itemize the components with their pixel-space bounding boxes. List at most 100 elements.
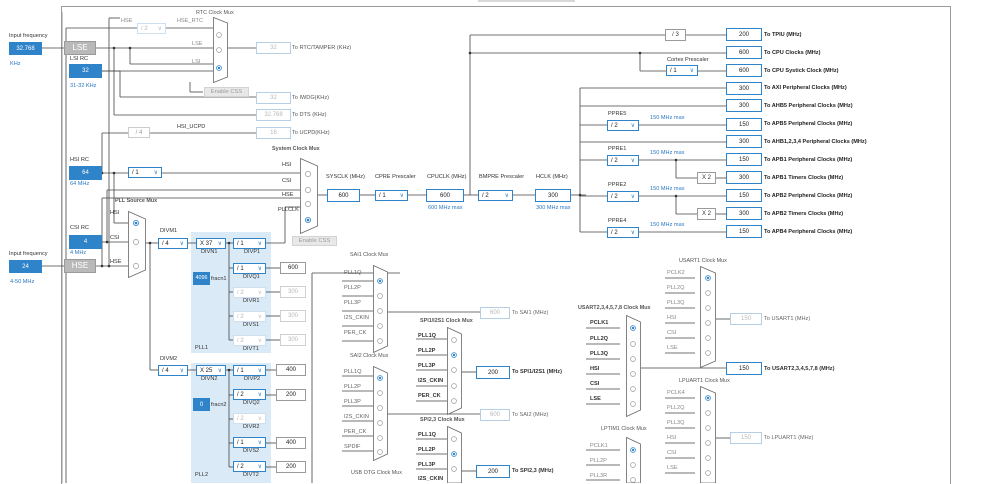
divr2-label: DIVR2 [243, 424, 260, 430]
divt2-select[interactable]: / 2∨ [233, 461, 266, 472]
sys-enable-css-button[interactable]: Enable CSS [292, 236, 337, 246]
divm2-select[interactable]: / 4∨ [158, 365, 188, 376]
divq1-select[interactable]: / 1∨ [233, 263, 266, 274]
hsi-divider-select[interactable]: / 1∨ [128, 167, 162, 178]
usart2-clock-mux[interactable] [626, 315, 641, 417]
divp1-select[interactable]: / 1∨ [233, 238, 266, 249]
fracn2-label: fracn2 [211, 402, 227, 408]
spi1-input-pll2p: PLL2P [418, 348, 436, 354]
fracn1-value[interactable]: 4096 [193, 272, 210, 285]
usart1-clock-mux[interactable] [700, 266, 716, 368]
fracn1-label: fracn1 [211, 276, 227, 282]
divn2-select[interactable]: X 25∨ [196, 365, 226, 376]
lpuart1-input-pll2q: PLL2Q [667, 405, 685, 411]
ahb1234-value: 300 [726, 135, 762, 148]
bmpre-select[interactable]: / 2∨ [478, 190, 513, 201]
sysclk-label: SYSCLK (MHz) [326, 174, 365, 180]
pll2p-output: 400 [276, 364, 306, 376]
ppre2-label: PPRE2 [608, 182, 627, 188]
hsi-ucpd-label: HSI_UCPD [177, 124, 206, 130]
spi1-mux-shape [447, 327, 462, 415]
spi1-output-value: 200 [476, 366, 510, 379]
hse-input-field[interactable]: 24 [9, 260, 42, 273]
cpu-clock-value: 600 [726, 46, 762, 59]
usart1-input-pll3q: PLL3Q [667, 300, 685, 306]
divq2-label: DIVQ2 [243, 400, 260, 406]
ppre1-select[interactable]: / 2∨ [607, 155, 639, 166]
divs2-select[interactable]: / 1∨ [233, 437, 266, 448]
sysclk-value[interactable]: 600 [327, 189, 360, 202]
divp2-select[interactable]: / 1∨ [233, 365, 266, 376]
divp1-label: DIVP1 [244, 249, 261, 255]
fracn2-value[interactable]: 0 [193, 398, 210, 411]
pll1r-output: 300 [280, 286, 306, 298]
usart1-input-lse: LSE [667, 345, 678, 351]
sai2-mux-shape [373, 366, 388, 461]
rtc-hse-divider-select[interactable]: / 2∨ [137, 23, 166, 34]
pll2-name: PLL2 [195, 472, 209, 478]
apb5-value: 150 [726, 118, 762, 131]
lse-input-field[interactable]: 32.768 [9, 42, 42, 55]
spi23-clock-mux[interactable] [447, 426, 462, 483]
apb2-timers-label: To APB2 Timers Clocks (MHz) [764, 211, 844, 217]
divt1-select[interactable]: / 2∨ [233, 335, 266, 346]
rtc-clock-mux[interactable] [213, 17, 228, 83]
divr1-select[interactable]: / 2∨ [233, 287, 266, 298]
cpre-select[interactable]: / 1∨ [375, 190, 408, 201]
sai2-clock-mux[interactable] [373, 366, 388, 461]
csi-value: 4 [69, 235, 102, 249]
rtc-lse-input: LSE [192, 41, 203, 47]
apb4-value: 150 [726, 225, 762, 238]
usart1-mux-shape [700, 266, 716, 368]
cortex-prescaler-select[interactable]: / 1∨ [666, 65, 698, 76]
pll-source-csi: CSI [110, 235, 120, 241]
lse-unit: KHz [10, 61, 21, 67]
ppre5-select[interactable]: / 2∨ [607, 120, 639, 131]
divm1-select[interactable]: / 4∨ [158, 238, 188, 249]
usart1-input-hsi: HSI [667, 315, 677, 321]
divr2-select[interactable]: / 2∨ [233, 413, 266, 424]
sai2-output-label: To SAI2 (MHz) [512, 412, 549, 418]
usart1-input-pll2q: PLL2Q [667, 285, 685, 291]
lpuart1-input-pclk4: PCLK4 [667, 390, 685, 396]
lse-input-frequency-label: Input frequency [9, 33, 48, 39]
spi1-clock-mux[interactable] [447, 327, 462, 415]
hclk-value[interactable]: 300 [535, 189, 571, 202]
lse-oscillator[interactable]: LSE [64, 41, 96, 55]
lpuart1-clock-mux[interactable] [700, 386, 716, 483]
pll2t-output: 200 [276, 461, 306, 473]
divq2-select[interactable]: / 2∨ [233, 389, 266, 400]
divs1-select[interactable]: / 2∨ [233, 311, 266, 322]
divn1-label: DIVN1 [201, 249, 218, 255]
apb4-label: To APB4 Peripheral Clocks (MHz) [764, 229, 853, 235]
cpuclk-value[interactable]: 600 [426, 189, 464, 202]
tpiu-divider: / 3 [665, 29, 686, 41]
sai1-output-value: 600 [480, 307, 510, 319]
apb2-value: 150 [726, 189, 762, 202]
sysmux-pllclk-input: PLLCLK [278, 207, 299, 213]
sai1-clock-mux[interactable] [373, 265, 388, 353]
usart2-input-pll2q: PLL2Q [590, 336, 609, 342]
usart2-input-csi: CSI [590, 381, 600, 387]
ppre4-select[interactable]: / 2∨ [607, 227, 639, 238]
apb1-timers-label: To APB1 Timers Clocks (MHz) [764, 175, 844, 181]
divn1-select[interactable]: X 37∨ [196, 238, 226, 249]
usart1-mux-title: USART1 Clock Mux [679, 258, 727, 264]
lptim1-input-pclk1: PCLK1 [590, 443, 608, 449]
system-clock-mux[interactable] [300, 158, 318, 234]
pll-source-mux[interactable] [128, 211, 146, 278]
dts-output-value: 32.768 [256, 109, 291, 121]
divn2-label: DIVN2 [201, 376, 218, 382]
ahb5-value: 300 [726, 99, 762, 112]
hse-oscillator[interactable]: HSE [64, 259, 96, 273]
pll-source-mux-shape [128, 211, 146, 278]
lptim1-clock-mux[interactable] [626, 437, 641, 483]
ppre4-max: 150 MHz max [650, 222, 685, 228]
ppre1-max: 150 MHz max [650, 150, 685, 156]
ppre2-select[interactable]: / 2∨ [607, 191, 639, 202]
lptim1-input-pll2p: PLL2P [590, 458, 607, 464]
rtc-output-value: 32 [256, 42, 291, 54]
rtc-enable-css-button[interactable]: Enable CSS [204, 87, 249, 97]
pll1q-output: 600 [280, 262, 306, 274]
